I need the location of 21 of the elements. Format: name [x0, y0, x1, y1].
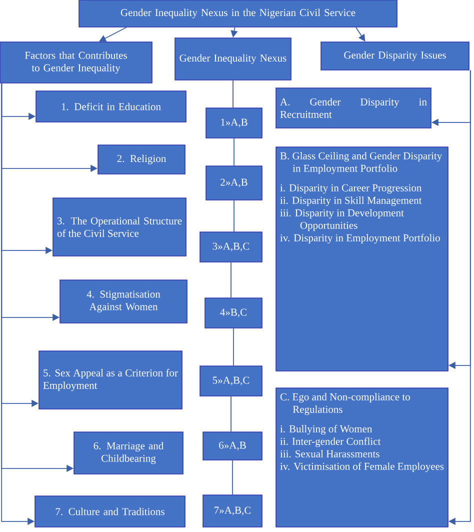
link-box: 6»A,B: [202, 432, 262, 460]
process-box: 5. Sex Appeal as a Criterion for Employment: [38, 350, 182, 410]
heading-box: Gender Inequality Nexus: [174, 38, 292, 80]
process-box: C. Ego and Non-compliance to Regulations i. Bullying of Women ii. Inter-gender Conflict iii. Sexual Harassments iv. Victimisation of Female Employees: [276, 388, 448, 528]
link-box: 2»A,B: [206, 166, 262, 200]
link-box: 1»A,B: [206, 108, 262, 138]
process-box: B. Glass Ceiling and Gender Disparity in Employment Portfolio i. Disparity in Career Progression ii. Disparity in Skill Management iii. Disparity in Development Opportunities iv. Disparity in Employment Portfolio: [276, 146, 448, 372]
link-box: 3»A,B,C: [200, 232, 262, 262]
title-box: Gender Inequality Nexus in the Nigerian Civil Service: [78, 0, 398, 28]
process-box: 2. Religion: [98, 144, 186, 174]
process-box: 4. Stigmatisation Against Women: [60, 280, 188, 324]
heading-box: Gender Disparity Issues: [320, 42, 470, 70]
process-box: 7. Culture and Traditions: [34, 496, 186, 528]
heading-box: Factors that Contributes to Gender Inequality: [0, 42, 152, 84]
link-box: 5»A,B,C: [200, 366, 262, 396]
process-box: A. Gender Disparity in Recruitment: [276, 88, 432, 128]
link-box: 4»B,C: [204, 298, 262, 328]
process-box: 6. Marriage and Childbearing: [74, 432, 184, 474]
link-box: 7»A,B,C: [202, 494, 262, 528]
process-box: 3. The Operational Structure of the Civil Service: [52, 198, 186, 256]
process-box: 1. Deficit in Education: [36, 90, 186, 122]
